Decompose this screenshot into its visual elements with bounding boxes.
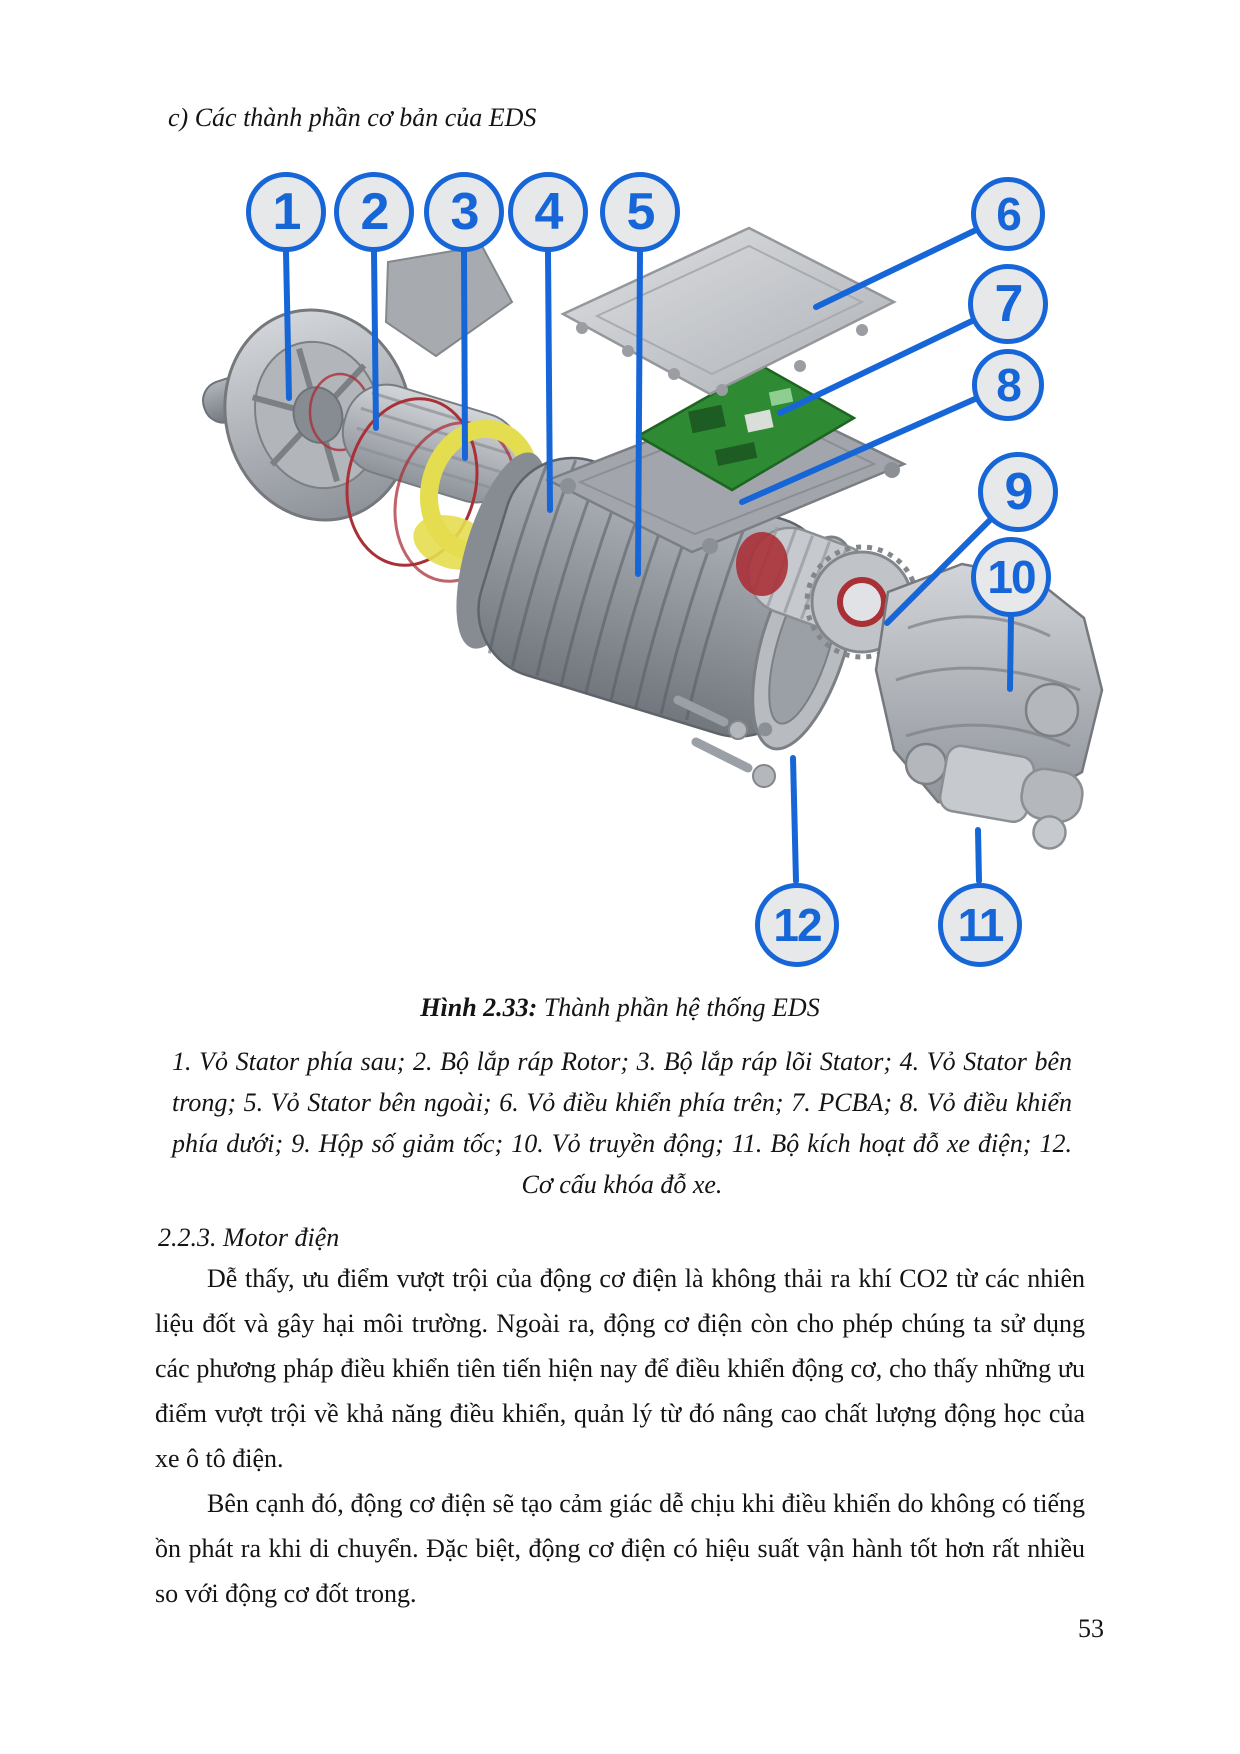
figure-caption: Hình 2.33: Thành phần hệ thống EDS	[155, 988, 1085, 1028]
page-title: c) Các thành phần cơ bản của EDS	[168, 103, 537, 132]
park-lock-mechanism	[673, 695, 776, 788]
figure-callout-8: 8	[972, 349, 1044, 421]
callout-number: 3	[450, 183, 480, 241]
figure-callout-7: 7	[968, 264, 1048, 344]
figure-caption-text: Thành phần hệ thống EDS	[543, 993, 820, 1022]
eds-figure: 1 2 3 4 5 6 7 8 9 10 11 12	[150, 150, 1150, 980]
figure-callout-2: 2	[334, 172, 414, 252]
figure-callout-6: 6	[971, 177, 1045, 251]
figure-callout-11: 11	[938, 883, 1022, 967]
callout-number: 5	[626, 183, 656, 241]
figure-legend: 1. Vỏ Stator phía sau; 2. Bộ lắp ráp Rot…	[172, 1041, 1072, 1205]
callout-number: 9	[1004, 463, 1034, 521]
body-text: Dễ thấy, ưu điểm vượt trội của động cơ đ…	[155, 1256, 1085, 1616]
legend-line: trong; 5. Vỏ Stator bên ngoài; 6. Vỏ điề…	[172, 1088, 1072, 1117]
page-number: 53	[1078, 1614, 1104, 1643]
park-actuator	[938, 744, 1084, 850]
legend-line: phía dưới; 9. Hộp số giảm tốc; 10. Vỏ tr…	[172, 1129, 1072, 1158]
figure-callout-9: 9	[978, 452, 1058, 532]
figure-callout-3: 3	[424, 172, 504, 252]
figure-callout-4: 4	[508, 172, 588, 252]
paragraph: Bên cạnh đó, động cơ điện sẽ tạo cảm giá…	[155, 1489, 1085, 1608]
figure-callout-10: 10	[971, 537, 1051, 617]
figure-callout-1: 1	[246, 172, 326, 252]
callout-leader-lines	[283, 227, 1014, 884]
section-heading: 2.2.3. Motor điện	[158, 1223, 340, 1252]
callout-number: 7	[994, 275, 1024, 333]
figure-callout-12: 12	[755, 883, 839, 967]
transmission-housing	[874, 562, 1104, 814]
legend-line: Cơ cấu khóa đỗ xe.	[521, 1170, 723, 1199]
paragraph: Dễ thấy, ưu điểm vượt trội của động cơ đ…	[155, 1264, 1085, 1473]
callout-number: 12	[773, 899, 822, 951]
callout-number: 2	[360, 183, 390, 241]
callout-number: 11	[957, 899, 1005, 951]
legend-line: 1. Vỏ Stator phía sau; 2. Bộ lắp ráp Rot…	[172, 1047, 1072, 1076]
control-cover-upper	[560, 226, 897, 396]
callout-number: 4	[534, 183, 564, 241]
callout-number: 1	[272, 183, 302, 241]
figure-callout-5: 5	[600, 172, 680, 252]
callout-number: 6	[996, 188, 1022, 240]
figure-caption-label: Hình 2.33:	[420, 993, 538, 1022]
eds-exploded-diagram	[202, 226, 1104, 884]
callout-number: 8	[996, 359, 1022, 411]
callout-number: 10	[987, 551, 1036, 603]
